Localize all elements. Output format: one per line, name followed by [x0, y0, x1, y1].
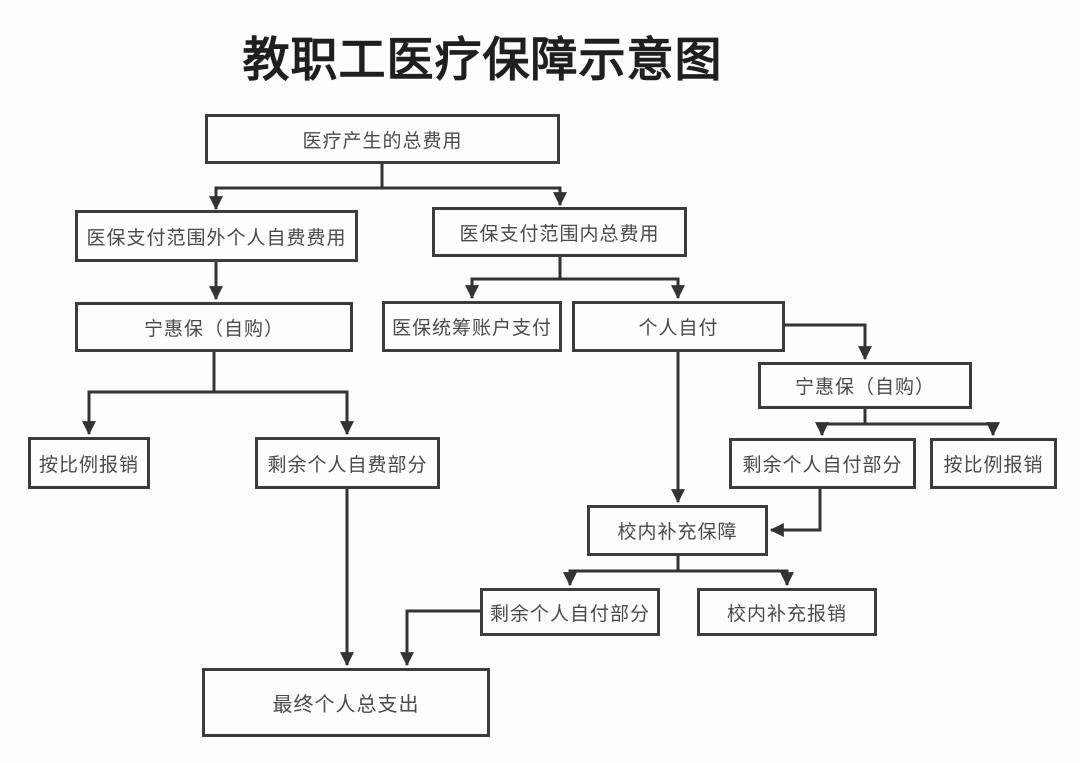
edge-campus-supplement-to-remaining-pay-bottom: [563, 556, 680, 587]
node-remaining-self-pay-bottom-label: 剩余个人自付部分: [489, 603, 650, 625]
node-campus-reimburse: 校内补充报销: [697, 588, 877, 636]
edge-total-to-inside: [380, 164, 567, 207]
edge-remaining-pay-to-campus-supplement: [769, 489, 822, 537]
node-proportional-right-label: 按比例报销: [943, 455, 1044, 476]
node-final-total: 最终个人总支出: [202, 668, 490, 737]
node-proportional-right: 按比例报销: [930, 438, 1057, 489]
node-outside-scope-label: 医保支付范围外个人自费费用: [86, 227, 347, 249]
node-total-cost: 医疗产生的总费用: [205, 114, 560, 164]
node-ninghuibao-left-label: 宁惠保（自购）: [143, 318, 284, 340]
node-ninghuibao-left: 宁惠保（自购）: [75, 302, 353, 352]
edge-campus-supplement-to-campus-reimburse: [676, 556, 794, 587]
edge-total-to-outside: [209, 164, 384, 211]
node-ninghuibao-right: 宁惠保（自购）: [758, 362, 972, 409]
node-ninghuibao-right-label: 宁惠保（自购）: [794, 377, 935, 398]
node-remaining-self-fee-label: 剩余个人自费部分: [267, 454, 428, 476]
edge-ninghuibao-left-to-remaining-fee: [212, 352, 354, 436]
edge-ninghuibao-right-to-proportional: [863, 409, 1000, 437]
node-outside-scope: 医保支付范围外个人自费费用: [75, 210, 358, 262]
node-pooled-account-label: 医保统筹账户支付: [391, 318, 552, 339]
node-remaining-self-pay-right: 剩余个人自付部分: [729, 438, 916, 489]
node-total-cost-label: 医疗产生的总费用: [302, 130, 463, 152]
edge-ninghuibao-right-to-remaining-pay: [815, 409, 867, 437]
node-inside-scope: 医保支付范围内总费用: [432, 207, 687, 257]
node-pooled-account: 医保统筹账户支付: [382, 301, 562, 352]
node-proportional-left-label: 按比例报销: [38, 454, 139, 476]
node-final-total-label: 最终个人总支出: [272, 694, 420, 716]
node-proportional-left: 按比例报销: [28, 437, 150, 489]
node-campus-supplement: 校内补充保障: [587, 505, 768, 556]
edge-inside-to-selfpay: [558, 257, 685, 300]
node-self-pay: 个人自付: [572, 301, 785, 352]
node-remaining-self-pay-right-label: 剩余个人自付部分: [742, 455, 903, 476]
edge-selfpay-to-ninghuibao-right: [785, 323, 872, 361]
node-self-pay-label: 个人自付: [638, 318, 719, 339]
node-inside-scope-label: 医保支付范围内总费用: [459, 223, 660, 245]
node-campus-reimburse-label: 校内补充报销: [726, 603, 847, 625]
edge-ninghuibao-left-to-proportional: [82, 352, 216, 436]
edge-remaining-pay-bottom-to-final: [400, 609, 480, 667]
edge-inside-to-pooled: [465, 257, 562, 300]
node-campus-supplement-label: 校内补充保障: [617, 522, 738, 543]
page-title: 教职工医疗保障示意图: [242, 33, 723, 86]
node-remaining-self-fee: 剩余个人自费部分: [255, 437, 440, 489]
node-remaining-self-pay-bottom: 剩余个人自付部分: [480, 588, 660, 636]
